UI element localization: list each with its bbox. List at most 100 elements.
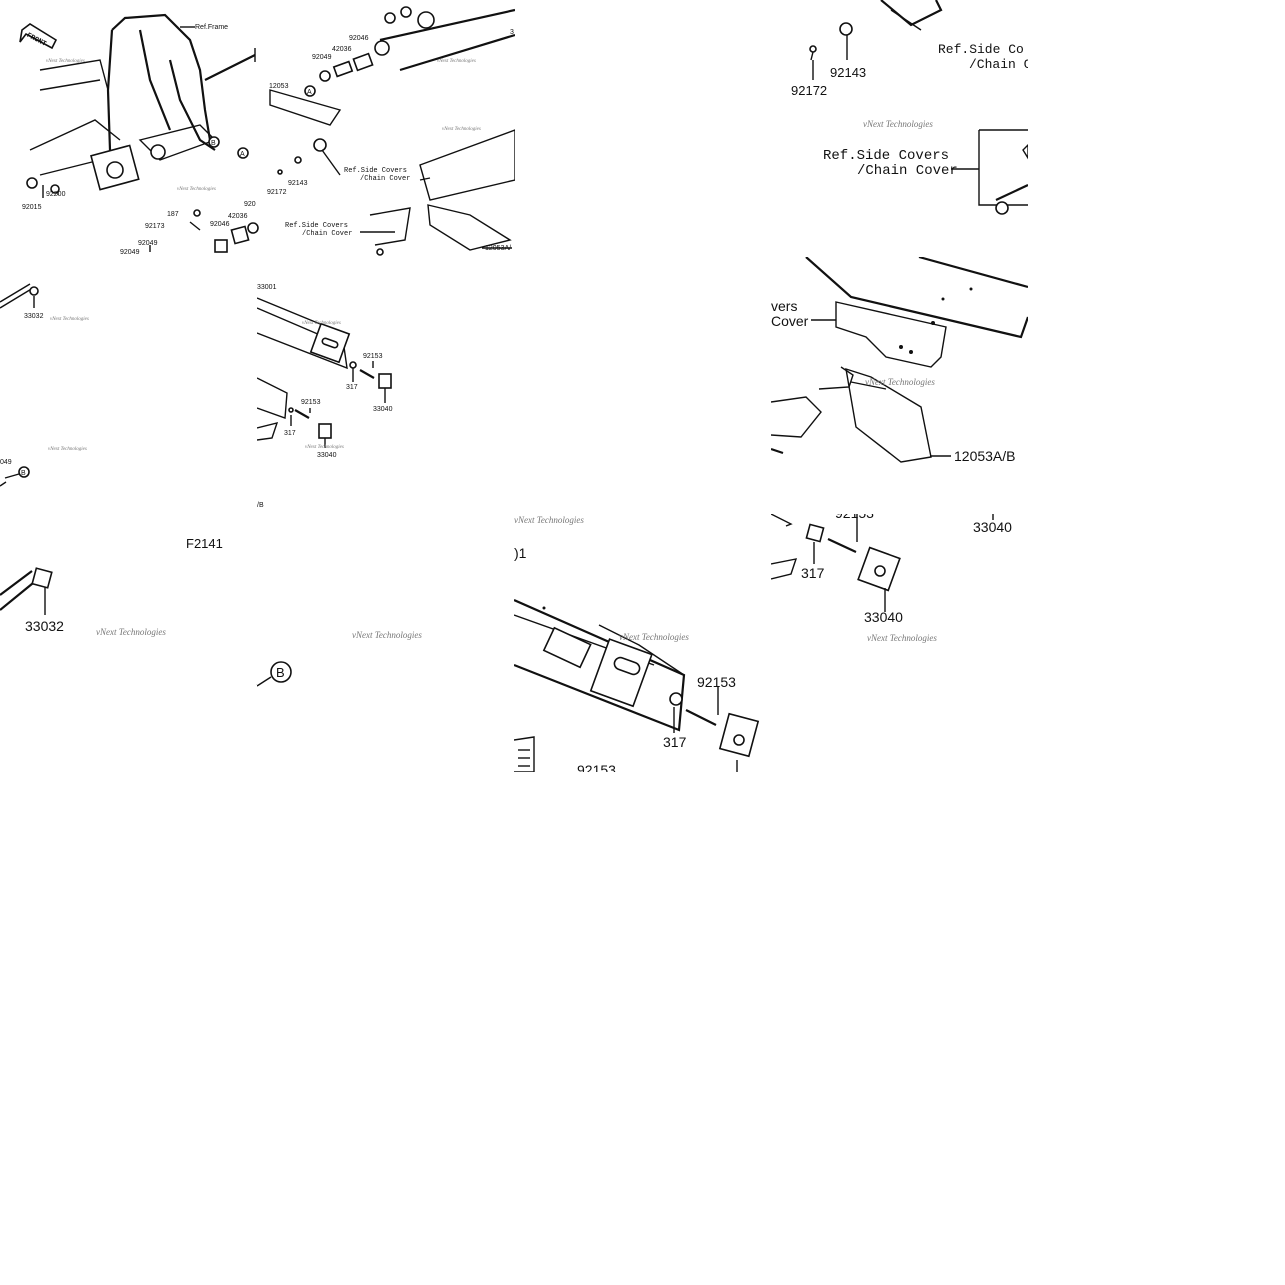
- mid-right-drawing: vers Cover 12053A/B vNext Technologies: [771, 257, 1028, 464]
- ref-frame-label: Ref.Frame: [195, 24, 228, 31]
- mid-left-drawing: 33032 049 B vNext Technologies vNext Tec…: [0, 283, 89, 487]
- watermark: vNext Technologies: [514, 515, 584, 525]
- figure-id: F2141: [186, 536, 223, 551]
- part-label: 92200: [46, 191, 66, 198]
- mid-center-drawing: 33001 92153 317 33040 92153 317 33040 /B…: [257, 284, 393, 509]
- part-label: 33040: [373, 406, 393, 413]
- ref-side-covers-label: Ref.Side Covers: [344, 167, 407, 175]
- watermark: vNext Technologies: [305, 445, 344, 450]
- part-label: 92153: [363, 353, 383, 360]
- part-label: 317: [801, 565, 825, 581]
- watermark: vNext Technologies: [96, 627, 166, 637]
- watermark: vNext Technologies: [619, 632, 689, 642]
- watermark: vNext Technologies: [865, 377, 935, 387]
- bolt-head: [995, 201, 1009, 215]
- bolt-part: [809, 45, 817, 53]
- part-label: 92172: [791, 83, 827, 98]
- marker-a: A: [304, 85, 316, 97]
- part-label: 187: [167, 211, 179, 218]
- frame-assembly: [29, 13, 256, 191]
- part-label: 317: [284, 430, 296, 437]
- part-label: 92143: [830, 65, 866, 80]
- axle-end: [29, 286, 39, 296]
- bushing-parts: [189, 209, 259, 253]
- top-right-drawing: 92143 92172 Ref.Side Co /Chain C Ref.Sid…: [791, 0, 1028, 215]
- watermark: vNext Technologies: [46, 59, 85, 64]
- part-label: 92153: [577, 762, 616, 772]
- ref-side-covers-label: Ref.Side Co: [938, 42, 1024, 57]
- part-label: 92049: [312, 54, 332, 61]
- part-label: 92015: [22, 204, 42, 211]
- part-label: 12053A/B: [954, 448, 1016, 464]
- part-label: 92046: [349, 35, 369, 42]
- part-label: 33040: [317, 452, 337, 459]
- part-label: 92173: [145, 223, 165, 230]
- low-left-tile: 33032 F2141 vNext Technologies B: [0, 515, 257, 772]
- part-label-fragment: 3: [510, 29, 514, 36]
- part-label: 317: [663, 734, 687, 750]
- swing-arm: [269, 6, 515, 256]
- axle-nut: [31, 567, 53, 589]
- part-label: 92046: [210, 221, 230, 228]
- mid-right-tile: vers Cover 12053A/B vNext Technologies: [771, 257, 1028, 514]
- svg-text:A: A: [307, 89, 312, 96]
- part-label: 12053A/: [485, 245, 511, 252]
- low-right-drawing: 92153 317 33040 33040 vNext Technologies: [771, 514, 1012, 643]
- part-label-fragment: )1: [514, 545, 527, 561]
- watermark: vNext Technologies: [437, 59, 476, 64]
- part-label: 92143: [288, 180, 308, 187]
- ref-chain-cover-label: /Chain Cover: [302, 230, 352, 238]
- mid-center-tile: 33001 92153 317 33040 92153 317 33040 /B…: [257, 258, 514, 515]
- watermark-overflow: vNext Technologies: [340, 622, 450, 657]
- ref-side-covers-label: Ref.Side Covers: [823, 148, 949, 164]
- part-label-fragment: /B: [257, 502, 264, 509]
- overview-tile: FRONT: [0, 0, 515, 258]
- part-label: 317: [346, 384, 358, 391]
- marker-b: B: [208, 136, 220, 148]
- part-label: 42036: [228, 213, 248, 220]
- ref-chain-cover-fragment: Cover: [771, 313, 809, 329]
- marker-a: A: [237, 147, 249, 159]
- ref-side-covers-fragment: vers: [771, 298, 797, 314]
- part-label: 42036: [332, 46, 352, 53]
- watermark: vNext Technologies: [177, 187, 216, 192]
- low-right-tile: 92153 317 33040 33040 vNext Technologies: [771, 514, 1028, 772]
- watermark: vNext Technologies: [302, 321, 341, 326]
- part-label: 92049: [120, 249, 140, 256]
- svg-text:vNext Technologies: vNext Technologies: [352, 630, 422, 640]
- part-label: 92172: [267, 189, 287, 196]
- overview-drawing: FRONT: [19, 6, 515, 256]
- watermark: vNext Technologies: [863, 119, 933, 129]
- front-arrow-icon: FRONT: [19, 23, 58, 50]
- watermark: vNext Technologies: [50, 317, 89, 322]
- marker-b: B: [18, 466, 30, 478]
- ref-chain-cover-label: /Chain C: [969, 57, 1028, 72]
- part-label: 92049: [138, 240, 158, 247]
- part-label: 920: [244, 201, 256, 208]
- svg-text:A: A: [240, 151, 245, 158]
- mid-left-tile: 33032 049 B vNext Technologies vNext Tec…: [0, 258, 257, 515]
- ref-side-covers-label: Ref.Side Covers: [285, 222, 348, 230]
- part-label: 33040: [864, 609, 903, 625]
- svg-text:B: B: [21, 470, 26, 477]
- part-label: 33040: [973, 519, 1012, 535]
- watermark: vNext Technologies: [867, 633, 937, 643]
- watermark: vNext Technologies: [442, 127, 481, 132]
- part-label: 92153: [697, 674, 736, 690]
- ref-chain-cover-label: /Chain Cover: [857, 163, 958, 179]
- part-label: 12053: [269, 83, 289, 90]
- part-label: 33032: [24, 313, 44, 320]
- svg-text:B: B: [211, 140, 216, 147]
- svg-text:B: B: [276, 665, 285, 680]
- part-label: 049: [0, 459, 12, 466]
- top-right-tile: 92143 92172 Ref.Side Co /Chain C Ref.Sid…: [771, 0, 1028, 258]
- low-center-tile: )1 92153 317 92153 vNext Technologies vN…: [514, 515, 771, 772]
- washer-parts-left: [26, 177, 60, 194]
- low-center-drawing: )1 92153 317 92153 vNext Technologies vN…: [514, 515, 760, 772]
- low-left-drawing: 33032 F2141 vNext Technologies: [0, 536, 257, 685]
- part-label: 92153: [835, 514, 874, 521]
- marker-b-overflow: B: [256, 660, 297, 690]
- watermark: vNext Technologies: [48, 447, 87, 452]
- ref-chain-cover-label: /Chain Cover: [360, 175, 410, 183]
